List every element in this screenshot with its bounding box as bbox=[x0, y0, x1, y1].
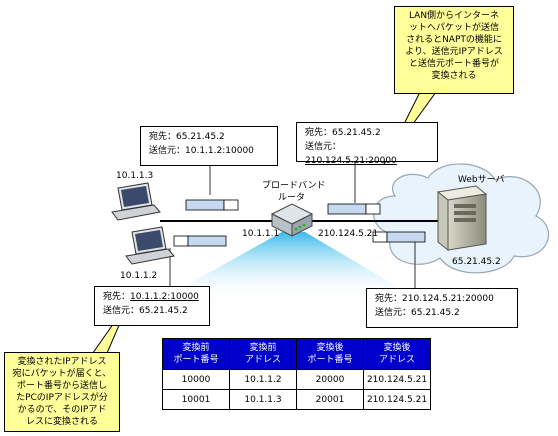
note-line: と送信元ポート番号が bbox=[408, 59, 499, 69]
table-cell: 20001 bbox=[296, 389, 364, 410]
dest-label: 宛先： bbox=[375, 294, 403, 304]
note-line: ポート番号から送信し bbox=[16, 381, 107, 391]
dest-value: 10.1.1.2:10000 bbox=[130, 292, 199, 302]
dest-label: 宛先： bbox=[103, 292, 131, 302]
header-line: ポート番号 bbox=[307, 355, 353, 365]
table-cell: 10.1.1.3 bbox=[229, 389, 297, 410]
router-beam bbox=[160, 232, 420, 300]
packet-lan-in bbox=[173, 235, 227, 247]
header-line: 変換前 bbox=[182, 343, 210, 353]
laptop-icon bbox=[125, 226, 175, 265]
table-row: 10000 10.1.1.2 20000 210.124.5.21 bbox=[162, 369, 431, 390]
router-name: ブロードバンド bbox=[262, 181, 326, 191]
table-header: 変換前ポート番号 bbox=[162, 338, 230, 370]
note-line: されるとNAPTの機能に bbox=[406, 35, 502, 45]
src-value: 210.124.5.21:20000 bbox=[305, 156, 397, 166]
packet-wan-in bbox=[372, 231, 426, 243]
pc-bottom-ip: 10.1.1.2 bbox=[120, 271, 158, 281]
table-header-row: 変換前ポート番号 変換前アドレス 変換後ポート番号 変換後アドレス bbox=[162, 338, 431, 370]
header-line: アドレス bbox=[244, 355, 281, 365]
note-line: レスに変換される bbox=[25, 417, 98, 427]
dest-value: 65.21.45.2 bbox=[332, 128, 381, 138]
router-name: ルータ bbox=[278, 193, 306, 203]
server-ip: 65.21.45.2 bbox=[452, 257, 501, 267]
note-line: LAN側からインターネ bbox=[408, 11, 500, 21]
router-wan-ip: 210.124.5.21 bbox=[318, 229, 379, 239]
table-header: 変換後アドレス bbox=[363, 338, 431, 370]
table-header: 変換後ポート番号 bbox=[296, 338, 364, 370]
header-line: 変換後 bbox=[316, 343, 344, 353]
router-icon bbox=[270, 203, 314, 237]
src-value: 65.21.45.2 bbox=[139, 306, 188, 316]
table-row: 10001 10.1.1.3 20001 210.124.5.21 bbox=[162, 389, 431, 410]
router-lan-ip: 10.1.1.1 bbox=[242, 229, 280, 239]
server-name: Webサーバ bbox=[458, 175, 505, 185]
packet-box-lan-out: 宛先：65.21.45.2 送信元：10.1.1.2:10000 bbox=[140, 126, 278, 166]
note-line: ットへパケットが送信 bbox=[408, 23, 499, 33]
header-line: 変換前 bbox=[249, 343, 277, 353]
dest-label: 宛先： bbox=[305, 128, 333, 138]
note-line: 宛にパケットが届くと、 bbox=[12, 369, 112, 379]
table-header: 変換前アドレス bbox=[229, 338, 297, 370]
packet-wan-out bbox=[327, 203, 381, 215]
src-label: 送信元： bbox=[305, 142, 342, 152]
note-line: 変換される bbox=[431, 71, 477, 81]
header-line: アドレス bbox=[378, 355, 415, 365]
note-bottom: 変換されたIPアドレス 宛にパケットが届くと、 ポート番号から送信し たPCのI… bbox=[4, 352, 120, 432]
table-cell: 210.124.5.21 bbox=[363, 389, 431, 410]
pc-top-ip: 10.1.1.3 bbox=[116, 171, 154, 181]
table-cell: 10.1.1.2 bbox=[229, 369, 297, 390]
packet-box-wan-out: 宛先：65.21.45.2 送信元： 210.124.5.21:20000 bbox=[296, 122, 438, 166]
server-icon bbox=[436, 185, 488, 252]
dest-value: 65.21.45.2 bbox=[176, 132, 225, 142]
dest-value: 210.124.5.21:20000 bbox=[402, 294, 494, 304]
header-line: 変換後 bbox=[383, 343, 411, 353]
note-line: たPCのIPアドレスが分 bbox=[16, 393, 108, 403]
nat-table: 変換前ポート番号 変換前アドレス 変換後ポート番号 変換後アドレス 10000 … bbox=[162, 338, 431, 410]
src-label: 送信元： bbox=[103, 306, 140, 316]
note-line: 変換されたIPアドレス bbox=[17, 357, 107, 367]
note-line: より、送信元IPアドレス bbox=[405, 47, 503, 57]
table-cell: 20000 bbox=[296, 369, 364, 390]
packet-lan-out bbox=[185, 199, 239, 211]
src-label: 送信元： bbox=[375, 308, 412, 318]
src-value: 65.21.45.2 bbox=[411, 308, 460, 318]
note-top: LAN側からインターネ ットへパケットが送信 されるとNAPTの機能に より、送… bbox=[394, 6, 514, 94]
src-value: 10.1.1.2:10000 bbox=[185, 146, 254, 156]
packet-box-lan-in: 宛先：10.1.1.2:10000 送信元：65.21.45.2 bbox=[94, 286, 210, 326]
packet-box-wan-in: 宛先：210.124.5.21:20000 送信元：65.21.45.2 bbox=[366, 288, 518, 328]
dest-label: 宛先： bbox=[149, 132, 177, 142]
header-line: ポート番号 bbox=[173, 355, 219, 365]
note-line: かるので、そのIPアド bbox=[17, 405, 107, 415]
laptop-icon bbox=[111, 182, 161, 221]
table-cell: 10000 bbox=[162, 369, 230, 390]
src-label: 送信元： bbox=[149, 146, 186, 156]
table-cell: 10001 bbox=[162, 389, 230, 410]
table-cell: 210.124.5.21 bbox=[363, 369, 431, 390]
